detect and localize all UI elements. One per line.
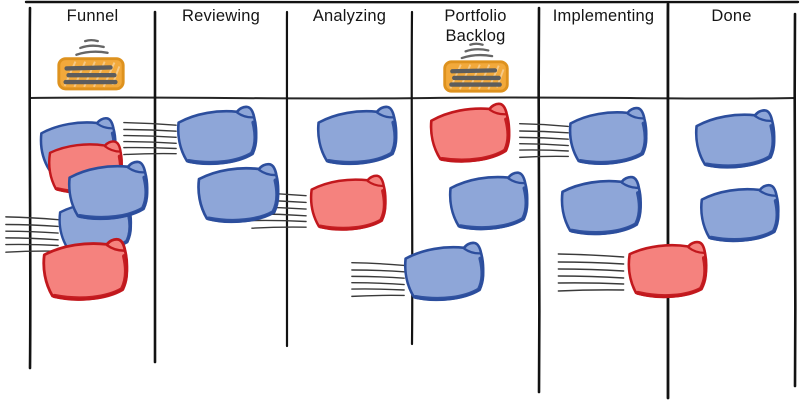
column-header-funnel: Funnel	[66, 7, 119, 25]
backlog-stack-icon	[438, 40, 514, 95]
sticky-note-blue	[316, 105, 398, 166]
motion-lines	[350, 260, 406, 300]
column-header-reviewing: Reviewing	[182, 7, 260, 25]
sticky-note-red	[627, 240, 708, 299]
motion-lines	[518, 121, 570, 161]
motion-lines	[122, 120, 178, 158]
column-header-done: Done	[711, 7, 752, 25]
sticky-note-blue	[67, 160, 149, 221]
sticky-note-blue	[448, 171, 529, 231]
column-header-portfolio-backlog: Portfolio Backlog	[444, 7, 507, 45]
sticky-note-blue	[568, 106, 648, 166]
motion-lines	[556, 251, 626, 295]
sticky-note-blue	[176, 105, 258, 166]
column-header-analyzing: Analyzing	[312, 7, 387, 25]
backlog-stack-icon	[52, 36, 130, 93]
sticky-note-red	[42, 237, 129, 301]
sticky-note-blue	[560, 175, 642, 236]
sticky-note-blue	[694, 109, 776, 169]
sticky-note-red	[429, 102, 511, 163]
sticky-note-red	[309, 174, 387, 231]
sticky-note-blue	[403, 241, 485, 302]
sticky-note-blue	[700, 183, 780, 243]
sticky-note-blue	[197, 162, 280, 224]
column-header-implementing: Implementing	[552, 7, 655, 25]
